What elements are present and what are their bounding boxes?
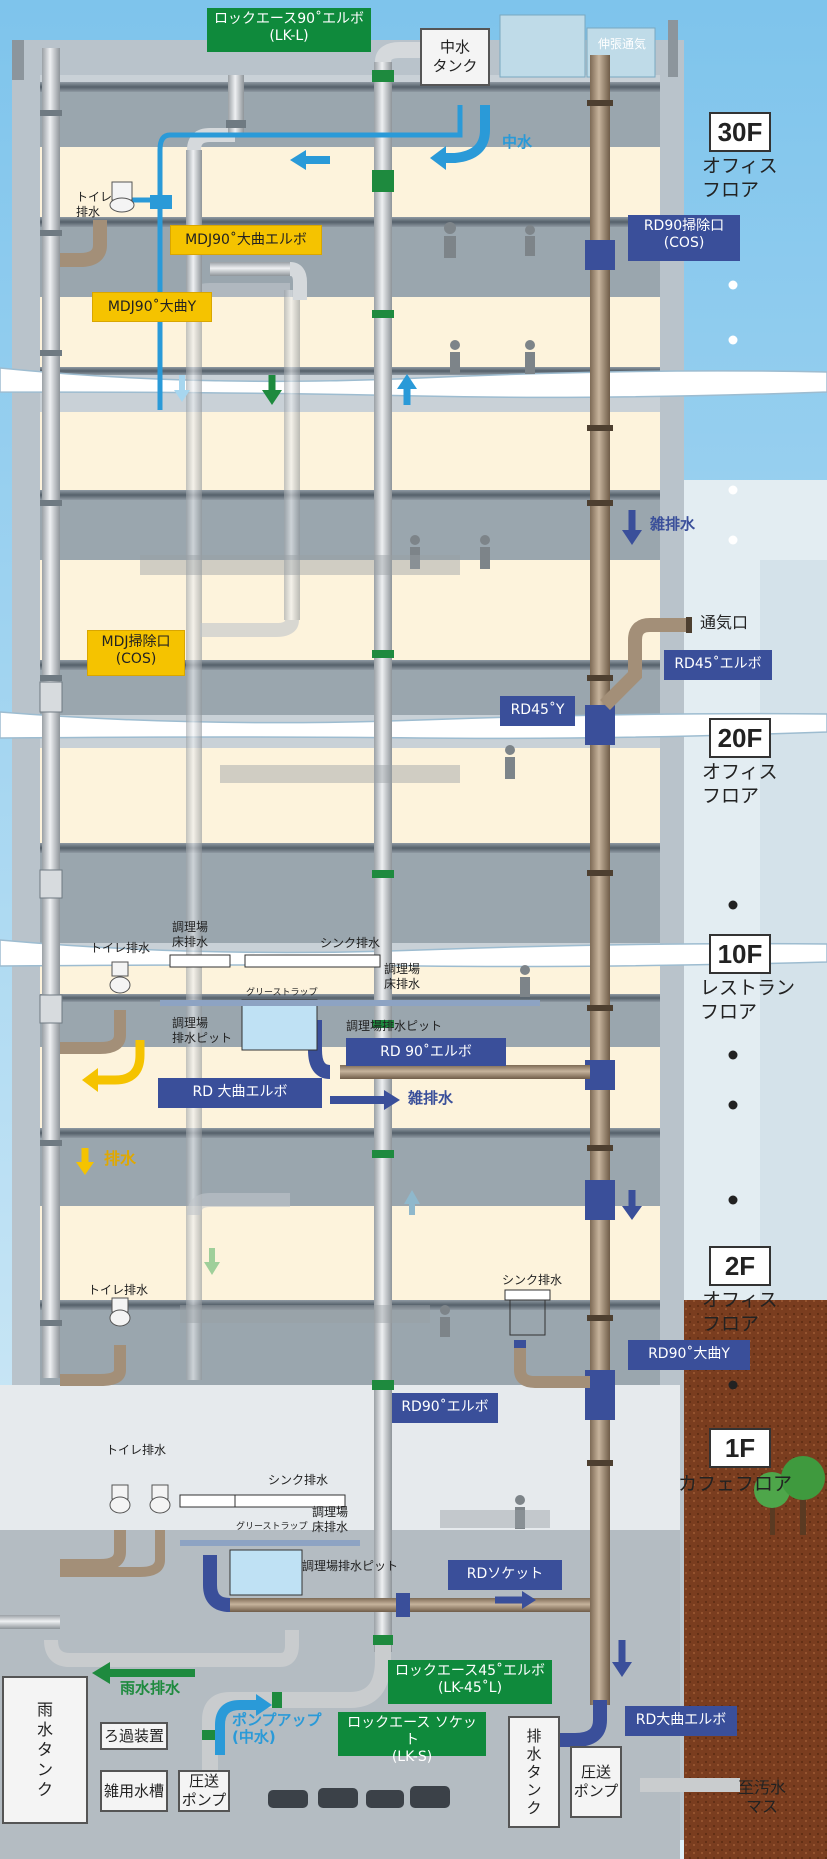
- sink-drain-1f: シンク排水: [268, 1473, 329, 1487]
- pump-right: 圧送 ポンプ: [570, 1746, 622, 1818]
- nakamizu-flow-label: 中水: [502, 133, 533, 151]
- floor-number-1f: 1F: [709, 1428, 771, 1468]
- pump-up-label: ポンプアップ (中水): [232, 1711, 322, 1746]
- sewer-label: 至汚水 マス: [738, 1778, 787, 1816]
- kitchen-pit-1f: 調理場排水ピット: [302, 1559, 399, 1573]
- desks: [140, 555, 550, 1528]
- label-rd-ogama-elbow-b1: RD大曲エルボ: [625, 1706, 737, 1736]
- label-lk-s: ロックエース ソケット (LK-S): [338, 1712, 486, 1765]
- label-mdj90-elbow: MDJ90˚大曲エルボ: [170, 225, 322, 255]
- toilet-drain-10f: トイレ排水: [90, 941, 151, 955]
- left-stack-pipe: [42, 48, 60, 1378]
- label-mdj90-y: MDJ90˚大曲Y: [92, 292, 212, 322]
- toilet-1f: [109, 1484, 171, 1514]
- filter-device: ろ過装置: [100, 1722, 168, 1750]
- rainwater-drain-label: 雨水排水: [120, 1679, 181, 1697]
- zatsu-haisui-label: 雑排水: [650, 515, 696, 533]
- kitchen-10f: [160, 954, 540, 1051]
- toilet-10f: [109, 961, 131, 994]
- floor-name-10f: レストラン フロア: [700, 977, 796, 1023]
- zatsu-haisui-10f: 雑排水: [408, 1089, 454, 1107]
- nakamizu-tank: 中水 タンク: [420, 28, 490, 86]
- zatsu-water-tank: 雑用水槽: [100, 1770, 168, 1812]
- rooftop-tank-water: [499, 14, 586, 78]
- mdj-cleanout: [39, 681, 63, 713]
- right-stack-pipe: [590, 55, 610, 1705]
- sink-drain-10f: シンク排水: [320, 936, 381, 950]
- kitchen-floor-drain-10f: 調理場 床排水: [172, 920, 209, 949]
- kitchen-floor-drain-10f-r: 調理場 床排水: [384, 962, 421, 991]
- people: [410, 222, 535, 1529]
- nakamizu-line: [157, 105, 463, 410]
- soil: [684, 1300, 827, 1859]
- cars: [268, 1786, 450, 1808]
- nakamizu-arrow: [440, 105, 490, 163]
- floor-number-10f: 10F: [709, 934, 771, 974]
- drain-tank: 排 水 タ ン ク: [508, 1716, 560, 1828]
- floor-name-30f: オフィス フロア: [702, 155, 778, 201]
- label-mdj-cos: MDJ掃除口 (COS): [87, 630, 185, 676]
- toilet-2f: [109, 1297, 131, 1327]
- haisui-label: 排水: [104, 1149, 137, 1168]
- label-lk-45l: ロックエース45˚エルボ (LK-45˚L): [388, 1660, 552, 1704]
- tsuukiguchi-label: 通気口: [700, 613, 749, 632]
- vent-pipe-label: 伸張通気: [598, 37, 647, 51]
- kitchen-pit-10f-r: 調理場排水ピット: [346, 1019, 443, 1033]
- label-rd-ogama-elbow: RD 大曲エルボ: [158, 1078, 322, 1108]
- floor-name-1f: カフェフロア: [678, 1473, 793, 1495]
- toilet-drain-30f: トイレ 排水: [76, 190, 113, 219]
- sink-drain-2f: シンク排水: [502, 1273, 563, 1287]
- label-rd90-cos: RD90掃除口 (COS): [628, 215, 740, 261]
- label-rd45-y: RD45˚Y: [500, 696, 575, 726]
- sink-2f: [504, 1289, 551, 1336]
- label-rd-socket: RDソケット: [448, 1560, 562, 1590]
- label-lk-l: ロックエース90˚エルボ (LK-L): [207, 8, 371, 52]
- grease-trap-1f: グリーストラップ: [236, 1522, 308, 1532]
- toilet-drain-2f: トイレ排水: [88, 1283, 149, 1297]
- floor-number-30f: 30F: [709, 112, 771, 152]
- floor-number-20f: 20F: [709, 718, 771, 758]
- grease-trap-10f: グリーストラップ: [246, 988, 318, 998]
- toilet-drain-1f: トイレ排水: [106, 1443, 167, 1457]
- label-rd90-elbow-10f: RD 90˚エルボ: [346, 1038, 506, 1066]
- floor-number-2f: 2F: [709, 1246, 771, 1286]
- kitchen-floor-drain-1f: 調理場 床排水: [312, 1505, 349, 1534]
- toilet-30f: [109, 181, 135, 213]
- floor-dots: [728, 280, 738, 1390]
- trees: [754, 1456, 825, 1535]
- floor-name-2f: オフィス フロア: [702, 1289, 778, 1335]
- label-rd45-elbow: RD45˚エルボ: [664, 650, 772, 680]
- rain-tank: 雨 水 タ ン ク: [2, 1676, 88, 1824]
- lk-riser-pipe: [374, 62, 392, 1652]
- kitchen-pit-10f: 調理場 排水ピット: [172, 1016, 233, 1045]
- section-break: [0, 711, 827, 740]
- kitchen-1f: [179, 1494, 360, 1596]
- label-rd90-ogama-y: RD90˚大曲Y: [628, 1340, 750, 1370]
- label-rd90-elbow-2f: RD90˚エルボ: [392, 1393, 498, 1423]
- floor-name-20f: オフィス フロア: [702, 761, 778, 807]
- pump-left: 圧送 ポンプ: [178, 1770, 230, 1812]
